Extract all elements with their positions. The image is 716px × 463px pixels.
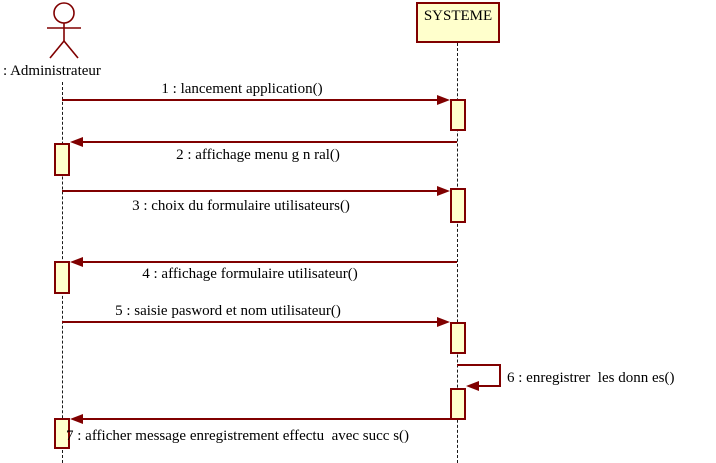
message-6-label: 6 : enregistrer les donn es() (507, 370, 675, 386)
message-1-line (62, 99, 438, 101)
message-1-arrowhead-icon (437, 95, 450, 105)
message-2-label: 2 : affichage menu g n ral() (176, 147, 340, 163)
message-3-arrowhead-icon (437, 186, 450, 196)
message-6-line-side (499, 364, 501, 387)
actor-label: : Administrateur (3, 63, 101, 79)
message-6-line-return (478, 385, 501, 387)
message-4-line (82, 261, 457, 263)
message-3-label: 3 : choix du formulaire utilisateurs() (132, 198, 350, 214)
activation-bar-admin-2 (54, 261, 70, 294)
activation-bar-system-3 (450, 322, 466, 354)
message-2-line (82, 141, 457, 143)
message-5-arrowhead-icon (437, 317, 450, 327)
message-5-label: 5 : saisie pasword et nom utilisateur() (115, 303, 341, 319)
message-4-label: 4 : affichage formulaire utilisateur() (142, 266, 358, 282)
activation-bar-system-4 (450, 388, 466, 420)
system-object-box: SYSTEME (416, 2, 500, 43)
message-7-label: 7 : afficher message enregistrement effe… (66, 428, 410, 444)
activation-bar-system-1 (450, 99, 466, 131)
actor-icon (47, 2, 81, 59)
message-1-label: 1 : lancement application() (161, 81, 323, 97)
system-object-label: SYSTEME (423, 8, 493, 24)
message-3-line (62, 190, 438, 192)
message-7-arrowhead-icon (70, 414, 83, 424)
message-6-arrowhead-icon (466, 381, 479, 391)
activation-bar-system-2 (450, 188, 466, 223)
activation-bar-admin-1 (54, 143, 70, 176)
message-4-arrowhead-icon (70, 257, 83, 267)
message-7-line (82, 418, 450, 420)
message-2-arrowhead-icon (70, 137, 83, 147)
activation-bar-admin-3 (54, 418, 70, 449)
message-6-line-top (457, 364, 501, 366)
message-5-line (62, 321, 438, 323)
lifeline-systeme (457, 43, 458, 463)
